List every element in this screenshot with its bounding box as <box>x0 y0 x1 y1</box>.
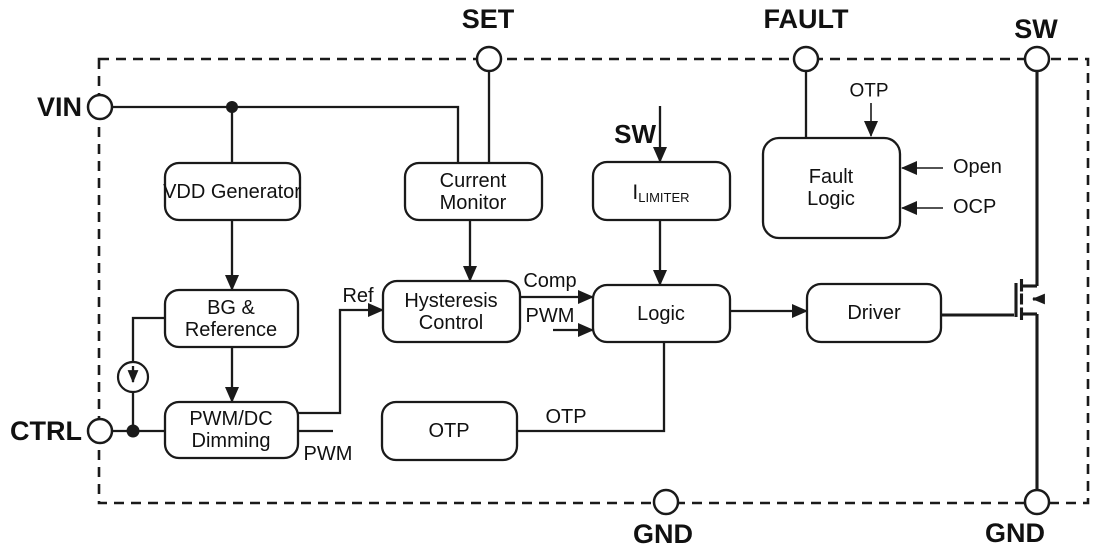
wire-bg-to-current-source <box>131 316 165 362</box>
signal-label-otp-input: OTP <box>849 81 888 102</box>
pwm-dc-dimming-label-line1: PWM/DC <box>189 408 272 430</box>
bg-reference-label-line1: BG & <box>207 297 255 319</box>
pin-labels: VIN CTRL SET FAULT SW GND GND <box>10 4 1058 549</box>
pin-ctrl <box>86 417 114 445</box>
block-otp <box>380 400 519 462</box>
i-limiter-symbol: I <box>632 181 638 204</box>
blocks: VDD Generator Current Monitor ILIMITER F… <box>163 136 943 462</box>
hysteresis-control-label-line1: Hysteresis <box>404 290 497 312</box>
pin-set <box>475 45 503 73</box>
pin-label-sw: SW <box>1014 14 1058 44</box>
pin-circles <box>86 45 1051 516</box>
i-limiter-subscript: LIMITER <box>638 190 689 205</box>
pwm-dc-dimming-label-line2: Dimming <box>192 430 271 452</box>
vdd-generator-label: VDD Generator <box>163 181 301 203</box>
wire-vin-to-current-monitor <box>112 105 460 163</box>
pin-vin <box>86 93 114 121</box>
pin-sw <box>1023 45 1051 73</box>
signal-label-sw-input: SW <box>614 119 656 149</box>
logic-label: Logic <box>637 303 685 325</box>
block-i-limiter <box>591 160 732 222</box>
pin-label-vin: VIN <box>37 92 82 122</box>
otp-label: OTP <box>428 420 469 442</box>
current-source-symbol <box>116 360 150 394</box>
pin-label-gnd-left: GND <box>633 519 693 549</box>
pin-label-set: SET <box>462 4 515 34</box>
signal-label-otp-wire: OTP <box>545 406 586 428</box>
block-pwm-dc-dimming <box>163 400 300 460</box>
wire-otp-to-logic <box>517 342 666 433</box>
signal-label-pwm-to-logic: PWM <box>526 305 575 327</box>
block-fault-logic <box>761 136 902 240</box>
i-limiter-label: ILIMITER <box>632 181 689 205</box>
driver-label: Driver <box>847 302 901 324</box>
current-monitor-label-line1: Current <box>440 170 507 192</box>
pin-fault <box>792 45 820 73</box>
pin-gnd-right <box>1023 488 1051 516</box>
pin-label-gnd-right: GND <box>985 518 1045 548</box>
pin-label-fault: FAULT <box>764 4 849 34</box>
pin-label-ctrl: CTRL <box>10 416 82 446</box>
signal-label-open: Open <box>953 156 1002 178</box>
signal-label-ocp: OCP <box>953 196 996 218</box>
pin-gnd-left <box>652 488 680 516</box>
signal-label-ref: Ref <box>342 285 374 307</box>
ic-boundary <box>97 57 1090 505</box>
signal-label-comp: Comp <box>523 270 576 292</box>
block-hysteresis-control <box>381 279 522 344</box>
junction-dot-vin <box>226 101 238 113</box>
block-current-monitor <box>403 161 544 222</box>
block-vdd-generator <box>163 161 302 222</box>
wire-ref <box>298 303 384 415</box>
fault-logic-label-line2: Logic <box>807 188 855 210</box>
signal-labels: SW OTP Open OCP Ref Comp PWM PWM OTP <box>304 81 1002 466</box>
hysteresis-control-label-line2: Control <box>419 312 483 334</box>
current-monitor-label-line2: Monitor <box>440 192 507 214</box>
signal-label-pwm-output: PWM <box>304 443 353 465</box>
wires <box>112 71 1039 491</box>
mosfet-symbol <box>1014 279 1045 320</box>
fault-logic-label-line1: Fault <box>809 166 854 188</box>
junction-dot-ctrl <box>126 424 140 438</box>
block-logic <box>591 283 732 344</box>
bg-reference-label-line2: Reference <box>185 319 277 341</box>
block-bg-reference <box>163 288 300 349</box>
block-driver <box>805 282 943 344</box>
